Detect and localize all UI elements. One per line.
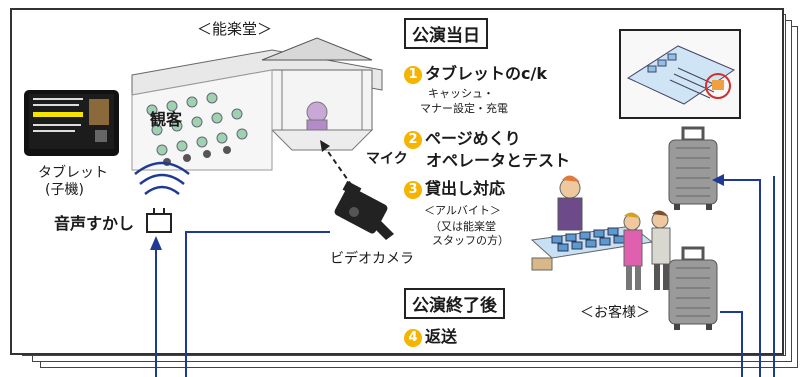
watermark-label: 音声すかし xyxy=(54,214,135,233)
lending-counter-illustration xyxy=(530,175,671,290)
main-panel: ＜能楽堂＞ 観客 タブレット (子機) 音声すかし マイク xyxy=(10,8,784,355)
step-4-text: 返送 xyxy=(425,327,458,346)
noh-theater-illustration xyxy=(131,37,383,171)
staff-label-line3: スタッフの方） xyxy=(432,234,509,247)
mic-label: マイク xyxy=(366,151,408,167)
venue-label: ＜能楽堂＞ xyxy=(197,20,273,38)
tablet-label-line1: タブレット xyxy=(38,165,108,181)
step-1-text: タブレットのc/k xyxy=(425,64,547,83)
tablet-device xyxy=(24,90,119,156)
day-of-title: 公演当日 xyxy=(404,18,488,49)
sound-wave-icon xyxy=(134,161,190,195)
customers-label: ＜お客様＞ xyxy=(580,305,650,321)
suitcase-2-icon xyxy=(668,246,718,330)
staff-label-line2: （又は能楽堂 xyxy=(430,220,496,233)
step-3-number: 3 xyxy=(404,181,422,199)
tablet-screen xyxy=(29,94,114,149)
step-2-text-line1: ページめくり xyxy=(425,129,521,148)
step-1-number: 1 xyxy=(404,66,422,84)
step-2-number: 2 xyxy=(404,131,422,149)
video-camera-icon xyxy=(334,180,394,240)
audience-label: 観客 xyxy=(150,110,183,129)
camera-label: ビデオカメラ xyxy=(330,251,414,267)
open-case-illustration xyxy=(619,29,741,119)
suitcase-1-icon xyxy=(668,126,718,210)
step-1-sub-line1: キャッシュ・ xyxy=(428,87,494,100)
step-2-text-line2: オペレータとテスト xyxy=(426,151,571,170)
staff-label-line1: ＜アルバイト＞ xyxy=(424,204,501,217)
tablet-label-line2: (子機) xyxy=(45,182,84,198)
step-3-text: 貸出し対応 xyxy=(425,179,506,198)
step-4-number: 4 xyxy=(404,329,422,347)
speaker-device-icon xyxy=(146,208,172,233)
step-1-sub-line2: マナー設定・充電 xyxy=(420,102,508,115)
after-title: 公演終了後 xyxy=(404,288,505,319)
